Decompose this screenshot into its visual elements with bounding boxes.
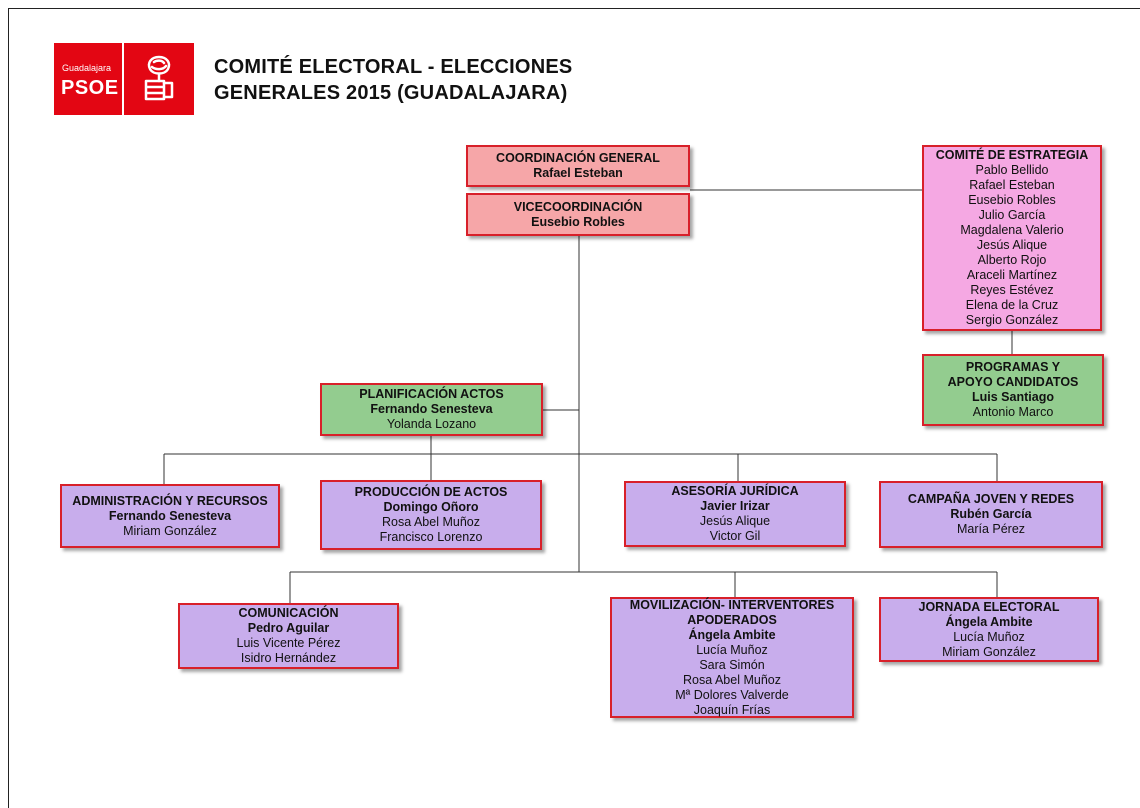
member-name: Jesús Alique <box>976 238 1048 252</box>
member-name: Rosa Abel Muñoz <box>382 515 480 529</box>
box-title: MOVILIZACIÓN- INTERVENTORES <box>629 597 835 612</box>
logo-region: Guadalajara <box>62 63 112 73</box>
box-title: APODERADOS <box>687 612 777 627</box>
box-comite-estrategia: COMITÉ DE ESTRATEGIA Pablo Bellido Rafae… <box>922 145 1102 331</box>
box-lead: Rubén García <box>950 507 1032 521</box>
member-name: Francisco Lorenzo <box>379 530 483 544</box>
member-name: Luis Vicente Pérez <box>236 636 341 650</box>
logo-party: PSOE <box>61 77 119 99</box>
member-name: Rafael Esteban <box>969 178 1055 192</box>
box-lead: Eusebio Robles <box>531 214 625 229</box>
member-name: Rosa Abel Muñoz <box>683 672 781 687</box>
box-lead: Pedro Aguilar <box>247 621 330 635</box>
box-title: ADMINISTRACIÓN Y RECURSOS <box>72 493 268 508</box>
member-name: Joaquín Frías <box>693 702 771 717</box>
member-name: Araceli Martínez <box>966 268 1058 282</box>
box-title: COORDINACIÓN GENERAL <box>496 151 660 165</box>
member-name: Jesús Alique <box>699 514 771 528</box>
page-title: COMITÉ ELECTORAL - ELECCIONES GENERALES … <box>214 54 572 106</box>
box-lead: Ángela Ambite <box>688 627 776 642</box>
member-name: Mª Dolores Valverde <box>675 687 789 702</box>
member-name: Elena de la Cruz <box>965 298 1059 312</box>
box-title: CAMPAÑA JOVEN Y REDES <box>907 492 1075 506</box>
box-lead: Ángela Ambite <box>945 614 1033 629</box>
title-line-2: GENERALES 2015 (GUADALAJARA) <box>214 82 568 104</box>
box-jornada-electoral: JORNADA ELECTORAL Ángela Ambite Lucía Mu… <box>879 597 1099 662</box>
box-comunicacion: COMUNICACIÓN Pedro Aguilar Luis Vicente … <box>178 603 399 669</box>
box-title: ASESORÍA JURÍDICA <box>671 484 799 498</box>
box-campana-joven-redes: CAMPAÑA JOVEN Y REDES Rubén García María… <box>879 481 1103 548</box>
box-lead: Luis Santiago <box>972 390 1054 404</box>
member-name: Magdalena Valerio <box>960 223 1064 237</box>
member-name: Miriam González <box>942 644 1036 659</box>
box-movilizacion-interventores: MOVILIZACIÓN- INTERVENTORES APODERADOS Á… <box>610 597 854 718</box>
member-name: Pablo Bellido <box>975 163 1049 177</box>
rose-fist-icon <box>124 43 194 115</box>
member-name: Miriam González <box>123 523 217 538</box>
box-title: APOYO CANDIDATOS <box>947 375 1079 389</box>
member-name: Sara Simón <box>699 657 765 672</box>
member-name: Antonio Marco <box>972 405 1054 419</box>
box-lead: Fernando Senesteva <box>108 508 232 523</box>
box-title: COMITÉ DE ESTRATEGIA <box>935 148 1089 162</box>
box-title: PLANIFICACIÓN ACTOS <box>359 387 504 401</box>
box-administracion-recursos: ADMINISTRACIÓN Y RECURSOS Fernando Senes… <box>60 484 280 548</box>
title-line-1: COMITÉ ELECTORAL - ELECCIONES <box>214 56 573 78</box>
box-title: VICECOORDINACIÓN <box>513 199 643 214</box>
member-name: Lucía Muñoz <box>953 629 1025 644</box>
member-name: Sergio González <box>965 313 1059 327</box>
box-vicecoordinacion: VICECOORDINACIÓN Eusebio Robles <box>466 193 690 236</box>
box-title: COMUNICACIÓN <box>238 606 339 620</box>
member-name: Isidro Hernández <box>240 651 337 665</box>
box-lead: Fernando Senesteva <box>370 402 493 416</box>
member-name: Reyes Estévez <box>970 283 1054 297</box>
member-name: Eusebio Robles <box>968 193 1056 207</box>
box-lead: Rafael Esteban <box>533 166 623 180</box>
member-name: Victor Gil <box>709 529 761 543</box>
box-title: PROGRAMAS Y <box>965 360 1061 374</box>
box-programas-apoyo: PROGRAMAS Y APOYO CANDIDATOS Luis Santia… <box>922 354 1104 426</box>
member-name: Julio García <box>978 208 1046 222</box>
psoe-logo: Guadalajara PSOE <box>54 43 194 115</box>
box-planificacion-actos: PLANIFICACIÓN ACTOS Fernando Senesteva Y… <box>320 383 543 436</box>
member-name: Alberto Rojo <box>977 253 1047 267</box>
box-coordinacion-general: COORDINACIÓN GENERAL Rafael Esteban <box>466 145 690 187</box>
page-frame <box>8 8 1140 808</box>
box-lead: Domingo Oñoro <box>383 500 479 514</box>
box-lead: Javier Irizar <box>700 499 770 513</box>
box-title: PRODUCCIÓN DE ACTOS <box>354 485 508 499</box>
box-asesoria-juridica: ASESORÍA JURÍDICA Javier Irizar Jesús Al… <box>624 481 846 547</box>
member-name: Yolanda Lozano <box>386 417 477 431</box>
member-name: María Pérez <box>956 522 1026 536</box>
box-title: JORNADA ELECTORAL <box>918 599 1060 614</box>
box-produccion-actos: PRODUCCIÓN DE ACTOS Domingo Oñoro Rosa A… <box>320 480 542 550</box>
member-name: Lucía Muñoz <box>696 642 768 657</box>
